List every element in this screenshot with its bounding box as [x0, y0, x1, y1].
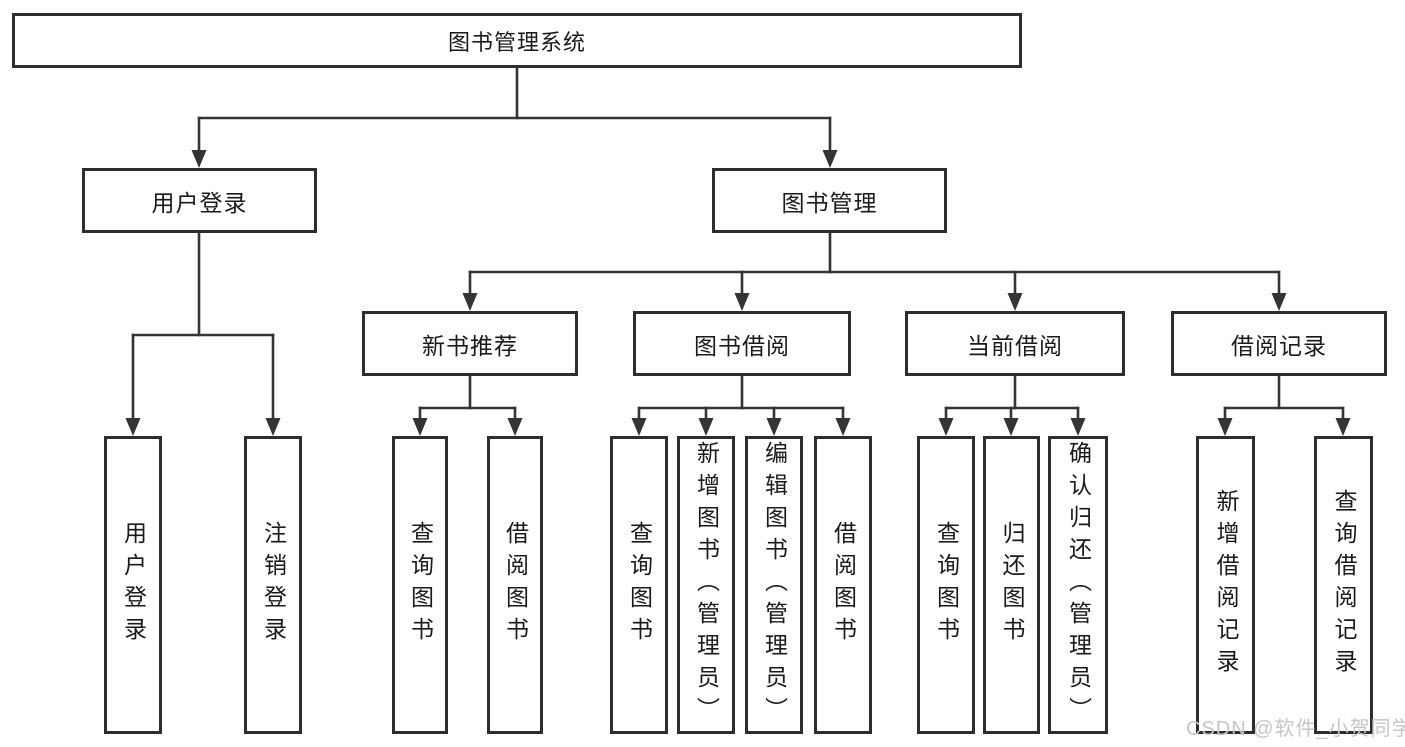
- node-new-book-recommendation: 新书推荐: [362, 311, 578, 376]
- leaf-user-login: 用户登录: [104, 436, 162, 734]
- leaf-confirm-return-admin: 确认归还（管理员）: [1048, 436, 1108, 734]
- node-current-borrowing: 当前借阅: [905, 311, 1125, 376]
- leaf-return-books: 归还图书: [983, 436, 1040, 734]
- leaf-add-borrow-record: 新增借阅记录: [1196, 436, 1255, 734]
- node-borrowing-records: 借阅记录: [1171, 311, 1387, 376]
- leaf-edit-books-admin: 编辑图书（管理员）: [745, 436, 803, 734]
- leaf-query-books-current: 查询图书: [917, 436, 975, 734]
- node-user-login: 用户登录: [82, 168, 317, 233]
- leaf-query-books-borrowing: 查询图书: [610, 436, 668, 734]
- leaf-logout: 注销登录: [244, 436, 302, 734]
- leaf-query-books-recommend: 查询图书: [392, 436, 448, 734]
- leaf-borrow-books-borrowing: 借阅图书: [814, 436, 872, 734]
- watermark: CSDN @软件_小贺同学: [1186, 718, 1405, 740]
- node-library-management-system: 图书管理系统: [12, 13, 1022, 68]
- leaf-borrow-books-recommend: 借阅图书: [487, 436, 543, 734]
- leaf-add-books-admin: 新增图书（管理员）: [677, 436, 735, 734]
- node-book-management: 图书管理: [712, 168, 947, 233]
- node-book-borrowing: 图书借阅: [633, 311, 851, 376]
- leaf-query-borrow-record: 查询借阅记录: [1314, 436, 1373, 734]
